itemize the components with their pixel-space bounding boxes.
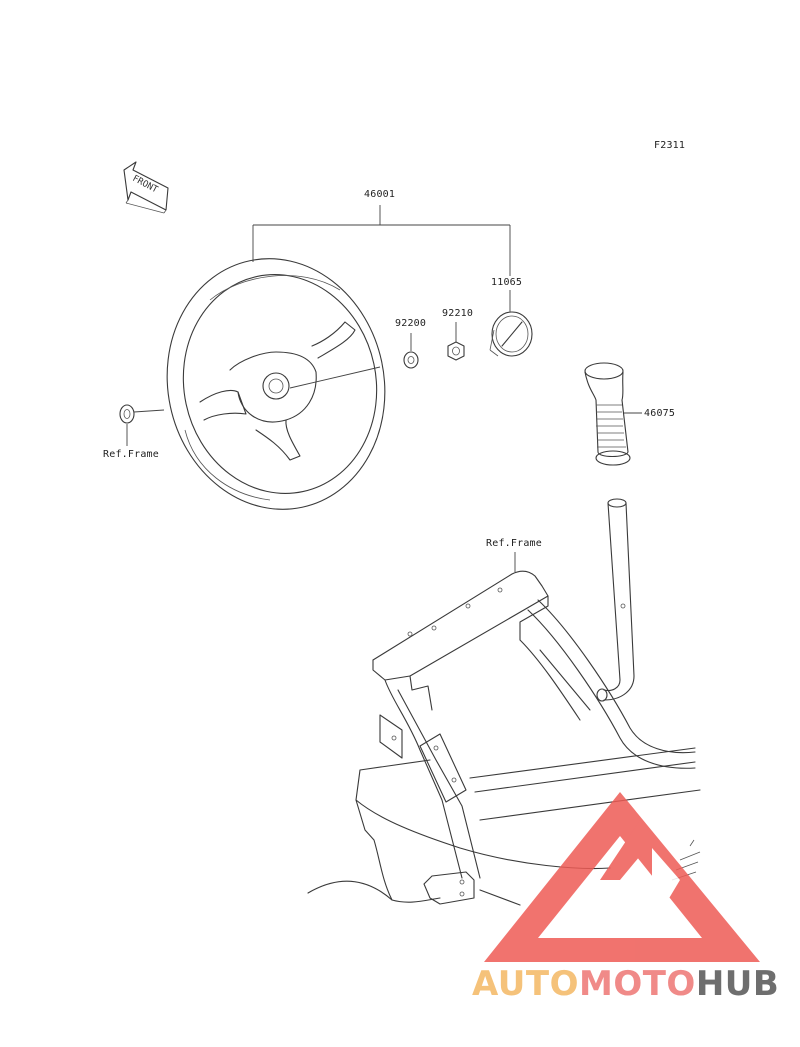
washer-92200-drawing bbox=[403, 333, 419, 369]
grip-46075-drawing bbox=[584, 362, 642, 466]
watermark-part3: HUB bbox=[695, 964, 780, 1004]
nut-92210-drawing bbox=[447, 322, 465, 361]
cap-11065-drawing bbox=[489, 290, 533, 357]
frame-drawing bbox=[307, 498, 701, 906]
steering-wheel-drawing bbox=[166, 258, 386, 510]
ref-washer-drawing bbox=[119, 404, 165, 446]
figure-code: F2311 bbox=[654, 140, 686, 151]
watermark-text: AUTOMOTOHUB bbox=[472, 964, 779, 1004]
ref-label-frame-left: Ref.Frame bbox=[103, 449, 159, 460]
watermark-logo bbox=[484, 792, 760, 962]
part-label-cap: 11065 bbox=[491, 277, 523, 288]
part-label-steering-wheel: 46001 bbox=[364, 189, 396, 200]
front-label: FRONT bbox=[131, 174, 160, 196]
hub-lead bbox=[289, 366, 381, 389]
assembly-bracket bbox=[252, 205, 511, 276]
part-label-washer: 92200 bbox=[395, 318, 427, 329]
watermark-part1: AUTO bbox=[472, 964, 579, 1004]
ref-label-frame-bottom: Ref.Frame bbox=[486, 538, 542, 549]
front-arrow-icon: FRONT bbox=[123, 161, 169, 214]
watermark-part2: MOTO bbox=[578, 964, 696, 1004]
part-label-nut: 92210 bbox=[442, 308, 474, 319]
part-label-grip: 46075 bbox=[644, 408, 676, 419]
